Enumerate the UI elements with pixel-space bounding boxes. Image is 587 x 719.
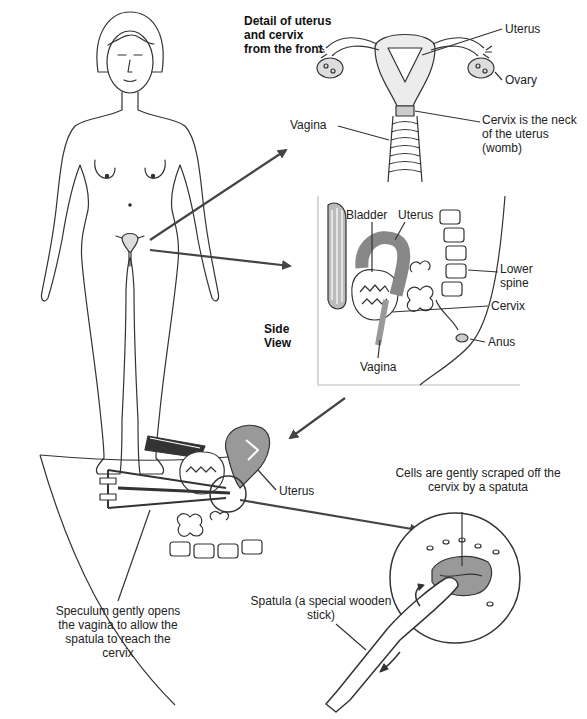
sub-heading: Side View bbox=[264, 322, 314, 350]
sub-heading: Detail of uterus and cervix from the fro… bbox=[244, 14, 332, 56]
part-label: Uterus bbox=[505, 22, 575, 36]
note-label: Cells are gently scraped off the cervix … bbox=[388, 466, 568, 494]
part-label: Vagina bbox=[360, 360, 420, 374]
part-label: Anus bbox=[488, 335, 538, 349]
part-label: Cervix is the neck of the uterus (womb) bbox=[482, 113, 584, 155]
part-label: Ovary bbox=[505, 73, 575, 87]
note-label: Speculum gently opens the vagina to allo… bbox=[52, 604, 184, 660]
part-label: Vagina bbox=[290, 118, 338, 132]
part-label: Bladder bbox=[346, 208, 396, 222]
part-label: Lower spine bbox=[500, 262, 550, 290]
part-label: Uterus bbox=[398, 208, 448, 222]
part-label: Spatula (a special wooden stick) bbox=[236, 594, 406, 622]
part-label: Uterus bbox=[279, 484, 339, 498]
part-label: Cervix bbox=[491, 299, 551, 313]
